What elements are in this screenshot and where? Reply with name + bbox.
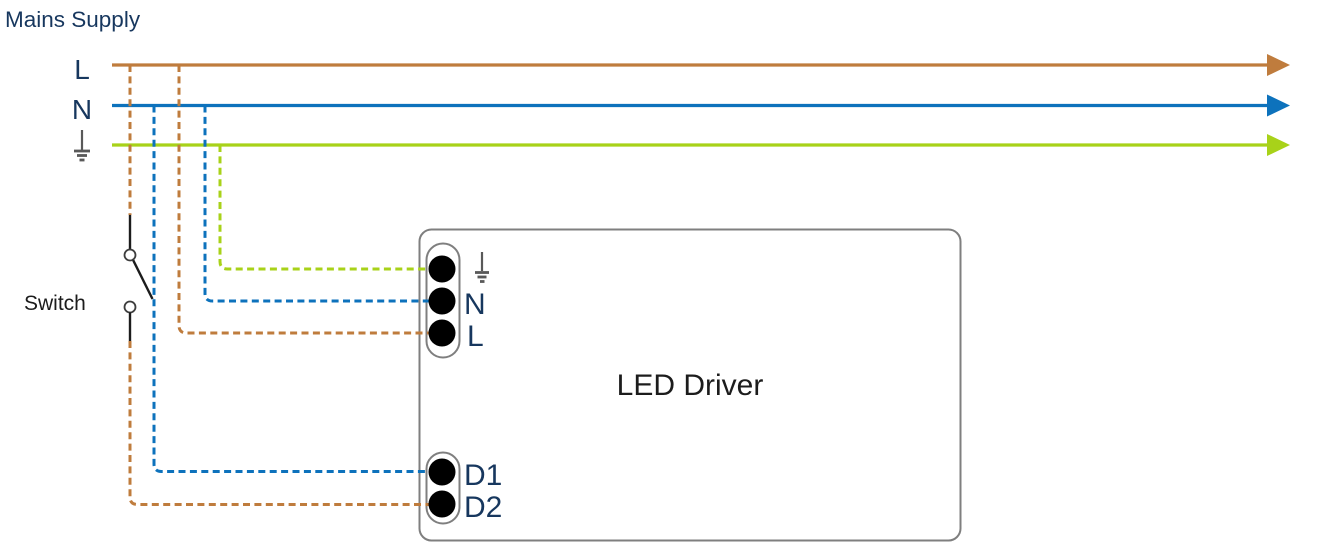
wire-neutral-to-n-terminal (203, 105, 429, 303)
terminal-n (428, 287, 456, 315)
wire-neutral-to-d1 (152, 105, 429, 473)
driver-earth-ground-icon (475, 252, 489, 283)
live-arrow-icon (1267, 54, 1290, 76)
switch-contact-top (123, 248, 137, 262)
wire-switched-live-to-d2 (128, 341, 429, 506)
terminal-n-label: N (464, 288, 486, 321)
light-switch (123, 65, 154, 341)
terminal-d2-label: D2 (464, 491, 502, 524)
labels: Mains Supply L N Switch LED Driver N L D… (5, 7, 763, 524)
terminal-earth (428, 255, 456, 283)
mains-supply (112, 54, 1290, 156)
driver-terminals (428, 255, 456, 518)
switch-contact-bottom (123, 300, 137, 314)
terminal-d1 (428, 458, 456, 486)
neutral-label: N (72, 94, 92, 125)
switch-blade (131, 259, 154, 300)
led-driver-label: LED Driver (617, 369, 764, 402)
terminal-l (428, 319, 456, 347)
earth-ground-icon (74, 130, 90, 162)
switch-label: Switch (24, 292, 86, 315)
terminal-d2 (428, 490, 456, 518)
led-driver-box (418, 228, 962, 542)
terminal-l-label: L (467, 320, 484, 353)
mains-supply-title: Mains Supply (5, 7, 141, 32)
connection-wires (128, 65, 429, 506)
terminal-d1-label: D1 (464, 459, 502, 492)
live-label: L (74, 54, 90, 85)
wire-earth-to-earth-terminal (218, 145, 429, 271)
wire-live-to-l-terminal (177, 65, 429, 335)
neutral-arrow-icon (1267, 94, 1290, 117)
earth-arrow-icon (1267, 134, 1290, 156)
